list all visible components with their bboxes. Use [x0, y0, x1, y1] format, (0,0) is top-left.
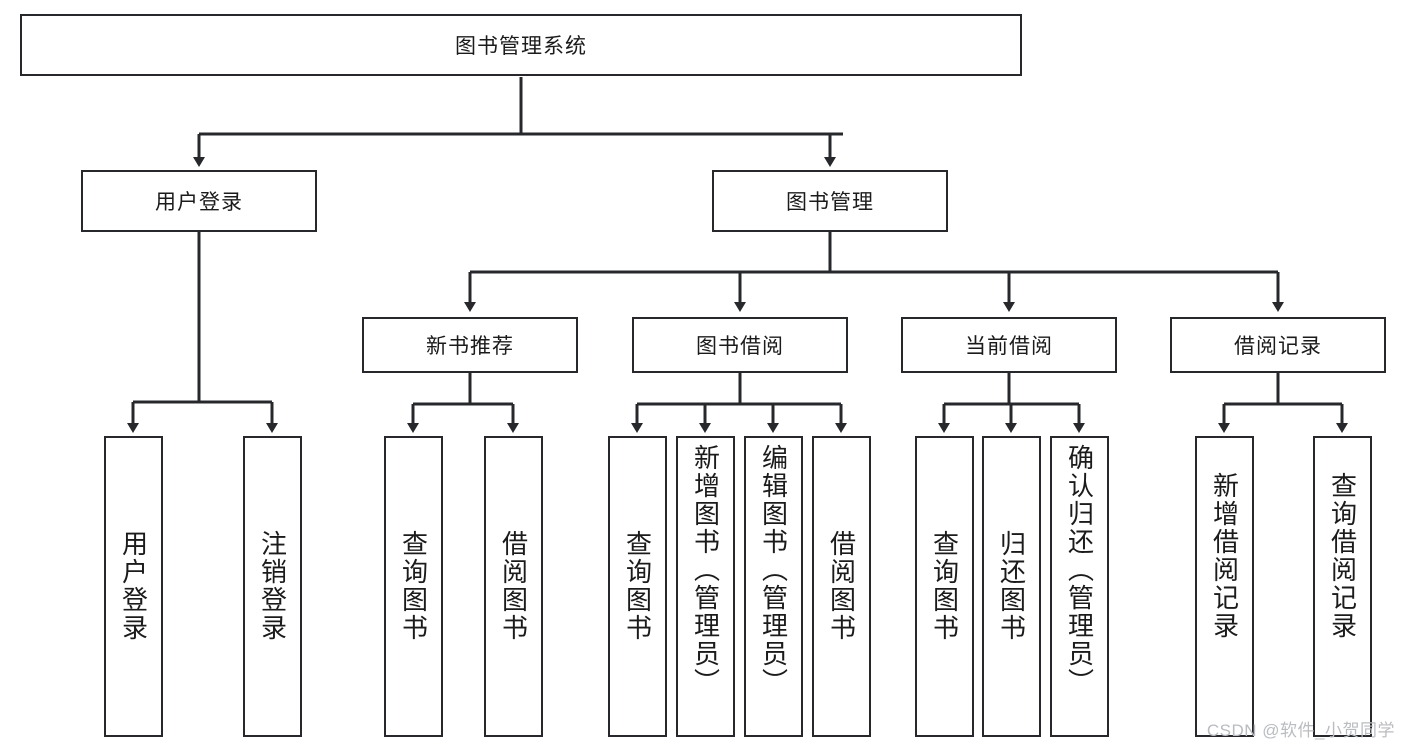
node-book-management[interactable]: 图书管理	[712, 170, 948, 232]
node-book-borrow[interactable]: 图书借阅	[632, 317, 848, 373]
leaf-borrow-add-book-admin[interactable]: 新增图书（管理员）	[676, 436, 735, 737]
node-user-login[interactable]: 用户登录	[81, 170, 317, 232]
node-label: 图书管理系统	[455, 35, 587, 58]
node-label: 查询图书	[622, 530, 653, 642]
node-current-borrow[interactable]: 当前借阅	[901, 317, 1117, 373]
node-root-book-management-system[interactable]: 图书管理系统	[20, 14, 1022, 76]
leaf-recommend-query-book[interactable]: 查询图书	[384, 436, 443, 737]
node-label: 新增借阅记录	[1209, 472, 1240, 640]
node-label: 借阅记录	[1234, 335, 1322, 358]
leaf-borrow-query-book[interactable]: 查询图书	[608, 436, 667, 737]
node-label: 用户登录	[155, 191, 243, 214]
node-label: 归还图书	[996, 530, 1027, 642]
leaf-borrow-borrow-book[interactable]: 借阅图书	[812, 436, 871, 737]
node-label: 借阅图书	[826, 530, 857, 642]
leaf-user-login[interactable]: 用户登录	[104, 436, 163, 737]
node-label: 查询图书	[929, 530, 960, 642]
leaf-current-query-book[interactable]: 查询图书	[915, 436, 974, 737]
node-label: 确认归还（管理员）	[1064, 444, 1095, 696]
node-new-book-recommend[interactable]: 新书推荐	[362, 317, 578, 373]
leaf-records-query-record[interactable]: 查询借阅记录	[1313, 436, 1372, 737]
leaf-current-confirm-return-admin[interactable]: 确认归还（管理员）	[1050, 436, 1109, 737]
node-label: 新增图书（管理员）	[690, 444, 721, 696]
leaf-user-logout[interactable]: 注销登录	[243, 436, 302, 737]
node-label: 查询借阅记录	[1327, 472, 1358, 640]
node-borrow-records[interactable]: 借阅记录	[1170, 317, 1386, 373]
node-label: 当前借阅	[965, 335, 1053, 358]
node-label: 借阅图书	[498, 530, 529, 642]
node-label: 编辑图书（管理员）	[758, 444, 789, 696]
node-label: 查询图书	[398, 530, 429, 642]
leaf-current-return-book[interactable]: 归还图书	[982, 436, 1041, 737]
node-label: 图书借阅	[696, 335, 784, 358]
leaf-borrow-edit-book-admin[interactable]: 编辑图书（管理员）	[744, 436, 803, 737]
leaf-records-add-record[interactable]: 新增借阅记录	[1195, 436, 1254, 737]
node-label: 图书管理	[786, 191, 874, 214]
csdn-watermark: CSDN @软件_小贺同学	[1206, 721, 1395, 740]
node-label: 注销登录	[257, 530, 288, 642]
node-label: 新书推荐	[426, 335, 514, 358]
node-label: 用户登录	[118, 530, 149, 642]
leaf-recommend-borrow-book[interactable]: 借阅图书	[484, 436, 543, 737]
